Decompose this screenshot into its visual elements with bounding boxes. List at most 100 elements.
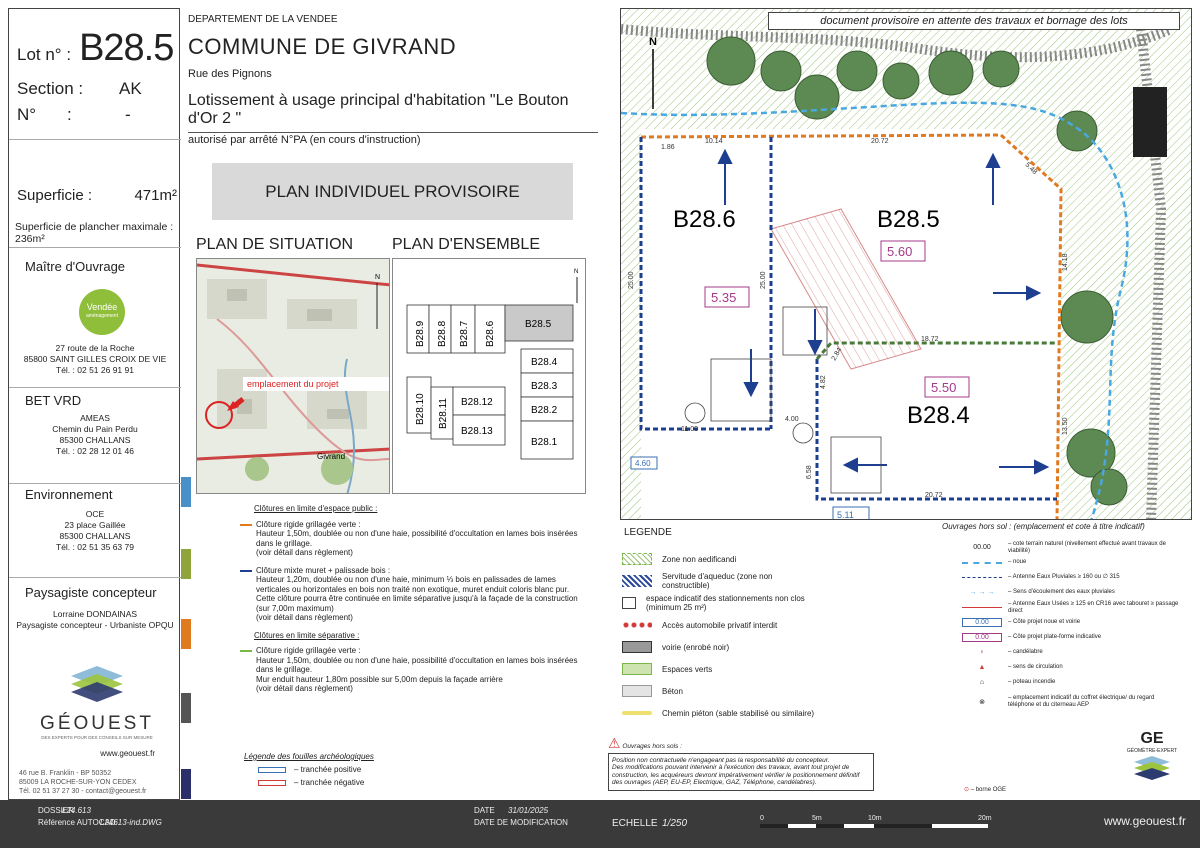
project-circle xyxy=(205,401,233,429)
geouest-site[interactable]: www.geouest.fr xyxy=(100,749,155,758)
departement: DEPARTEMENT DE LA VENDEE xyxy=(188,14,338,25)
cloture-item-1: Clôture rigide grillagée verte : Hauteur… xyxy=(240,520,590,558)
ensemble-title: PLAN D'ENSEMBLE xyxy=(392,236,540,253)
plan-dim-11: 11.00 xyxy=(681,426,698,433)
geouest-layers-icon xyxy=(71,666,123,702)
ens-lot-top-3: B28.7 xyxy=(459,320,470,347)
plan-lot-b: B28.5 xyxy=(877,206,940,233)
plan-dim-9: 4.82 xyxy=(820,375,827,389)
legende-label: Béton xyxy=(662,686,683,696)
eaux-pluviales-icon xyxy=(962,577,1002,578)
maitre-title: Maître d'Ouvrage xyxy=(25,259,126,274)
borne-icon: ⊙ xyxy=(964,787,970,793)
plan-dim-13: 20.72 xyxy=(925,492,943,499)
geouest-name: GÉOUEST xyxy=(40,713,154,734)
circulation-icon: ▲ xyxy=(978,664,986,671)
arrow-right-icon-2 xyxy=(1034,459,1050,475)
scale-10: 10m xyxy=(868,815,882,822)
situation-map: emplacement du projet Givrand N xyxy=(196,258,390,494)
pay-line2: Paysagiste concepteur - Urbaniste OPQU xyxy=(16,620,174,630)
ouvrage-sym: 0.00 xyxy=(962,633,1002,642)
individual-plan: 1.86 10.14 20.72 25.00 25.00 14.18 18.72… xyxy=(620,8,1192,520)
plan-dim-1: 1.86 xyxy=(661,144,675,151)
numero-value: - xyxy=(125,105,131,124)
arrow-right-icon xyxy=(1026,285,1042,301)
cloture-2-text: Hauteur 1,20m, doublée ou non d'une haie… xyxy=(256,575,570,594)
ouvrage-item: ⌂– poteau incendie xyxy=(962,675,1182,690)
autorisation: autorisé par arrêté N°PA (en cours d'ins… xyxy=(188,134,421,146)
maitre-address: 27 route de la Roche 85800 SAINT GILLES … xyxy=(9,343,181,376)
situation-title: PLAN DE SITUATION xyxy=(196,236,354,253)
bet-line2: Chemin du Pain Perdu xyxy=(52,424,138,434)
env-address: OCE 23 place Gaillée 85300 CHALLANS Tél.… xyxy=(9,509,181,553)
plan-cote-a: 5.35 xyxy=(711,290,736,305)
coffret-icon: ⊗ xyxy=(979,698,985,706)
cloture-3-note: (voir détail dans règlement) xyxy=(256,684,353,693)
legende-item: Béton xyxy=(622,680,822,702)
ref-label: Référence AUTOCAD xyxy=(38,818,116,827)
plan-dim-4: 25.00 xyxy=(628,271,635,289)
ouvrage-sym: 00.00 xyxy=(973,544,991,551)
scale-5: 5m xyxy=(812,815,822,822)
ge-label: GÉOMÈTRE-EXPERT xyxy=(1126,748,1178,754)
pay-title: Paysagiste concepteur xyxy=(25,585,157,600)
ensemble-map: N B28.9 B28.8 B28.7 B28.6 B28.5 B28.4 B2… xyxy=(392,258,586,494)
geometre-expert-logo: GE GÉOMÈTRE-EXPERT xyxy=(1122,730,1182,784)
ens-lot-mid: B28.11 xyxy=(438,398,449,429)
maitre-line3: Tél. : 02 51 26 91 91 xyxy=(56,365,134,375)
mod-value: - xyxy=(552,818,555,827)
legende-label: Chemin piéton (sable stabilisé ou simila… xyxy=(662,708,815,718)
legende-label: Zone non aedificandi xyxy=(662,554,737,564)
ouvrage-item: 0.00– Côte projet plate-forme indicative xyxy=(962,630,1182,645)
ouvrage-text: – emplacement indicatif du coffret élect… xyxy=(1008,695,1155,708)
pay-address: Lorraine DONDAINAS Paysagiste concepteur… xyxy=(9,609,181,631)
legende-item: Servitude d'aqueduc (zone non constructi… xyxy=(622,570,822,592)
archeo-positive: – tranchée positive xyxy=(258,765,374,774)
ens-lot-top-1: B28.9 xyxy=(415,320,426,347)
ens-lot-left: B28.10 xyxy=(415,393,426,425)
eaux-usees-icon xyxy=(962,607,1002,608)
ge-logo-icon: GE xyxy=(1140,730,1164,747)
legende-item: Espaces verts xyxy=(622,658,822,680)
archeo-head: Légende des fouilles archéologiques xyxy=(244,752,374,761)
geouest-address: 46 rue B. Franklin - BP 50352 85009 LA R… xyxy=(19,769,169,796)
geouest-logo: GÉOUEST DES EXPERTS POUR DES CONSEILS SU… xyxy=(37,664,157,740)
env-line4: Tél. : 02 51 35 63 79 xyxy=(56,542,134,552)
section-value: AK xyxy=(119,79,142,98)
legende-item: espace indicatif des stationnements non … xyxy=(622,592,822,614)
section-label: Section : xyxy=(17,79,84,98)
footer-website[interactable]: www.geouest.fr xyxy=(1103,814,1186,828)
warning-title: Ouvrages hors sols : xyxy=(622,743,682,750)
legende-item: Accès automobile privatif interdit xyxy=(622,614,822,636)
echelle-value: 1/250 xyxy=(662,818,688,829)
lot-label: Lot n° : xyxy=(17,45,72,64)
ens-lot-top-2: B28.8 xyxy=(437,320,448,347)
archeo-positive-label: – tranchée positive xyxy=(294,765,362,774)
bet-line3: 85300 CHALLANS xyxy=(59,435,131,445)
pay-line1: Lorraine DONDAINAS xyxy=(52,609,138,619)
ouvrage-text: – Sens d'écoulement des eaux pluviales xyxy=(1008,589,1115,595)
ouvrage-text: – Antenne Eaux Pluviales ≥ 160 ou ∅ 315 xyxy=(1008,574,1120,580)
legende-item: voirie (enrobé noir) xyxy=(622,636,822,658)
dossier-value: L24.613 xyxy=(62,806,91,815)
plan-type-banner: PLAN INDIVIDUEL PROVISOIRE xyxy=(212,163,573,220)
bet-title: BET VRD xyxy=(25,393,82,408)
legende-item: Chemin piéton (sable stabilisé ou simila… xyxy=(622,702,822,724)
plan-cote-e: 5.11 xyxy=(837,510,854,520)
clotures-head-public: Clôtures en limite d'espace public : xyxy=(254,504,378,513)
dossier-label: DOSSIER xyxy=(38,806,75,815)
bet-address: AMEAS Chemin du Pain Perdu 85300 CHALLAN… xyxy=(9,413,181,457)
plan-dim-14: 13.50 xyxy=(1062,417,1069,435)
ouvrage-text: – noue xyxy=(1008,559,1027,565)
legende-item: Zone non aedificandi xyxy=(622,548,822,570)
ouvrage-item: ⊗ – emplacement indicatif du coffret élec… xyxy=(962,690,1182,714)
lot-number: B28.5 xyxy=(79,27,174,69)
bet-line4: Tél. : 02 28 12 01 46 xyxy=(56,446,134,456)
arrow-up-icon xyxy=(717,148,733,164)
green-dash-icon xyxy=(240,650,252,652)
ouvrage-item: → → →– Sens d'écoulement des eaux pluvia… xyxy=(962,585,1182,600)
cloture-2-title: Clôture mixte muret + palissade bois : xyxy=(256,565,391,575)
plan-dim-12: 6.58 xyxy=(806,465,813,479)
plan-lot-c: B28.4 xyxy=(907,402,970,429)
provisional-banner: document provisoire en attente des trava… xyxy=(768,12,1180,30)
